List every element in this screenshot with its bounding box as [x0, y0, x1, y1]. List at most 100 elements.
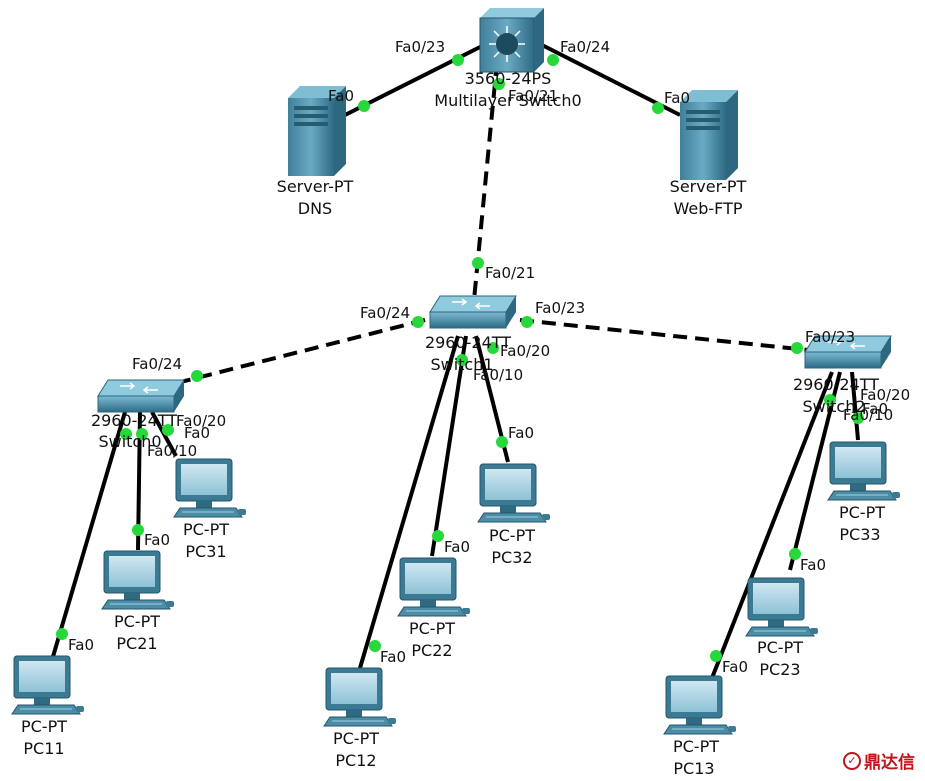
port-label: Fa0	[508, 424, 534, 442]
port-label: Fa0	[664, 89, 690, 107]
port-dot	[496, 436, 508, 448]
link-switch2-pc33	[850, 371, 860, 441]
port-labels: Fa0/23 Fa0/24 Fa0/21 Fa0 Fa0 Fa0/21 Fa0/…	[68, 38, 910, 676]
port-label: Fa0	[184, 424, 210, 442]
port-dot	[136, 428, 148, 440]
port-label: Fa0/24	[360, 304, 410, 322]
pc13-icon[interactable]	[663, 675, 737, 735]
pc23-icon[interactable]	[745, 577, 819, 637]
port-label: Fa0	[144, 531, 170, 549]
switch1-icon[interactable]	[429, 295, 517, 329]
port-dot	[710, 650, 722, 662]
pc32-icon[interactable]	[477, 463, 551, 523]
port-dot	[493, 78, 505, 90]
port-dot	[162, 424, 174, 436]
multilayer-model: 3560-24PS	[465, 69, 552, 88]
port-dot	[789, 548, 801, 560]
switch0-name: Switch0	[98, 432, 161, 451]
switch1-model: 2960-24TT	[425, 333, 511, 352]
pc13-name: PC13	[673, 759, 714, 778]
device-labels: 3560-24PS Multilayer Switch0 Server-PT D…	[21, 69, 885, 778]
link-switch2-pc13	[710, 371, 834, 679]
port-label: Fa0	[862, 400, 888, 418]
pc21-model: PC-PT	[114, 612, 160, 631]
port-label: Fa0/20	[860, 386, 910, 404]
port-dot	[120, 428, 132, 440]
port-label: Fa0/10	[473, 366, 523, 384]
pc12-name: PC12	[335, 751, 376, 770]
port-label: Fa0/23	[395, 38, 445, 56]
port-dot	[412, 316, 424, 328]
port-dot	[521, 316, 533, 328]
pc23-model: PC-PT	[757, 638, 803, 657]
port-label: Fa0/24	[132, 355, 182, 373]
port-dot	[358, 100, 370, 112]
port-label: Fa0	[444, 538, 470, 556]
dns-model: Server-PT	[277, 177, 354, 196]
pc21-name: PC21	[116, 634, 157, 653]
port-label: Fa0/20	[176, 412, 226, 430]
pc12-icon[interactable]	[323, 667, 397, 727]
pc11-icon[interactable]	[11, 655, 85, 715]
port-label: Fa0/21	[508, 87, 558, 105]
pc31-model: PC-PT	[183, 520, 229, 539]
watermark-text: 鼎达信	[864, 753, 915, 773]
webftp-name: Web-FTP	[674, 199, 743, 218]
port-dot	[132, 524, 144, 536]
link-switch0-pc11	[50, 411, 127, 661]
pc22-name: PC22	[411, 641, 452, 660]
pc11-model: PC-PT	[21, 717, 67, 736]
pc33-model: PC-PT	[839, 503, 885, 522]
switch2-name: Switch2	[802, 397, 865, 416]
pc33-icon[interactable]	[827, 441, 901, 501]
port-indicators	[56, 54, 864, 662]
pc12-model: PC-PT	[333, 729, 379, 748]
pc11-name: PC11	[23, 739, 64, 758]
port-dot	[369, 640, 381, 652]
pc32-name: PC32	[491, 548, 532, 567]
dns-name: DNS	[298, 199, 332, 218]
link-switch1-pc12	[358, 335, 460, 669]
pc22-model: PC-PT	[409, 619, 455, 638]
port-label: Fa0/23	[805, 328, 855, 346]
pc13-model: PC-PT	[673, 737, 719, 756]
port-label: Fa0	[328, 87, 354, 105]
pc33-name: PC33	[839, 525, 880, 544]
switch0-icon[interactable]	[97, 379, 185, 413]
port-dot	[472, 257, 484, 269]
port-dot	[456, 354, 468, 366]
port-label: Fa0	[722, 658, 748, 676]
port-label: Fa0	[800, 556, 826, 574]
port-label: Fa0	[68, 636, 94, 654]
port-dot	[824, 394, 836, 406]
port-label: Fa0/10	[147, 442, 197, 460]
logo-icon: ✓	[843, 751, 861, 770]
pc31-icon[interactable]	[173, 458, 247, 518]
pc32-model: PC-PT	[489, 526, 535, 545]
switch2-model: 2960-24TT	[793, 375, 879, 394]
port-dot	[487, 342, 499, 354]
port-label: Fa0	[380, 648, 406, 666]
port-label: Fa0/24	[560, 38, 610, 56]
port-dot	[452, 54, 464, 66]
link-dns-multilayer	[344, 40, 491, 117]
webftp-model: Server-PT	[670, 177, 747, 196]
port-label: Fa0/10	[843, 406, 893, 424]
switch1-name: Switch1	[430, 355, 493, 374]
port-label: Fa0/20	[500, 342, 550, 360]
port-dot	[791, 342, 803, 354]
port-label: Fa0/23	[535, 299, 585, 317]
link-switch1-switch2	[519, 318, 809, 352]
port-dot	[191, 370, 203, 382]
switch0-model: 2960-24TT	[91, 411, 177, 430]
multilayer-switch-icon[interactable]	[479, 8, 544, 73]
pc22-icon[interactable]	[397, 557, 471, 617]
pc23-name: PC23	[759, 660, 800, 679]
watermark: ✓ 鼎达信	[843, 748, 915, 773]
multilayer-name: Multilayer Switch0	[434, 91, 581, 110]
port-dot	[852, 412, 864, 424]
pc31-name: PC31	[185, 542, 226, 561]
pc21-icon[interactable]	[101, 550, 175, 610]
port-dot	[652, 102, 664, 114]
